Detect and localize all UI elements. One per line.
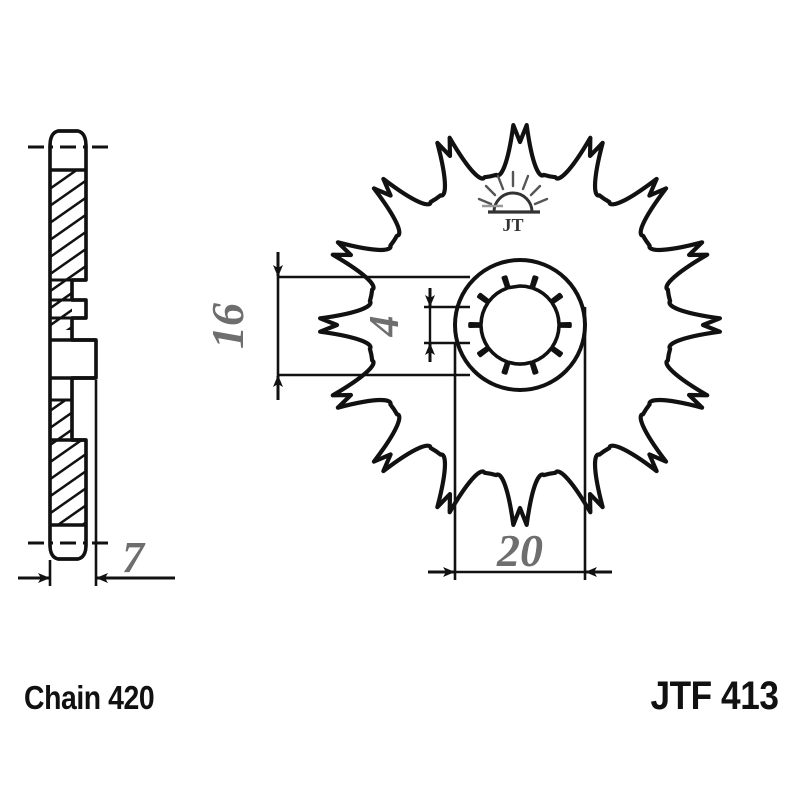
section-outline-overstroke xyxy=(48,129,98,561)
dimension-bore: 20 xyxy=(428,307,612,580)
dimension-spline-width: 4 xyxy=(362,288,470,362)
jt-logo-text: JT xyxy=(502,215,523,235)
dimension-teeth-count: 16 xyxy=(202,252,470,400)
side-section-view xyxy=(28,129,108,561)
dimension-thickness-value: 7 xyxy=(122,533,146,582)
splined-bore-outline xyxy=(468,275,572,375)
dimension-teeth-count-value: 16 xyxy=(202,303,253,349)
section-centerlines xyxy=(28,145,108,545)
sprocket-teeth-outline xyxy=(318,123,722,527)
part-number-label: JTF 413 xyxy=(649,674,778,718)
jt-sunrise-logo: JT xyxy=(477,170,549,235)
dimension-thickness: 7 xyxy=(18,380,175,586)
dimension-bore-value: 20 xyxy=(496,525,543,576)
dimension-spline-width-value: 4 xyxy=(362,316,408,338)
chain-label: Chain 420 xyxy=(24,679,155,716)
